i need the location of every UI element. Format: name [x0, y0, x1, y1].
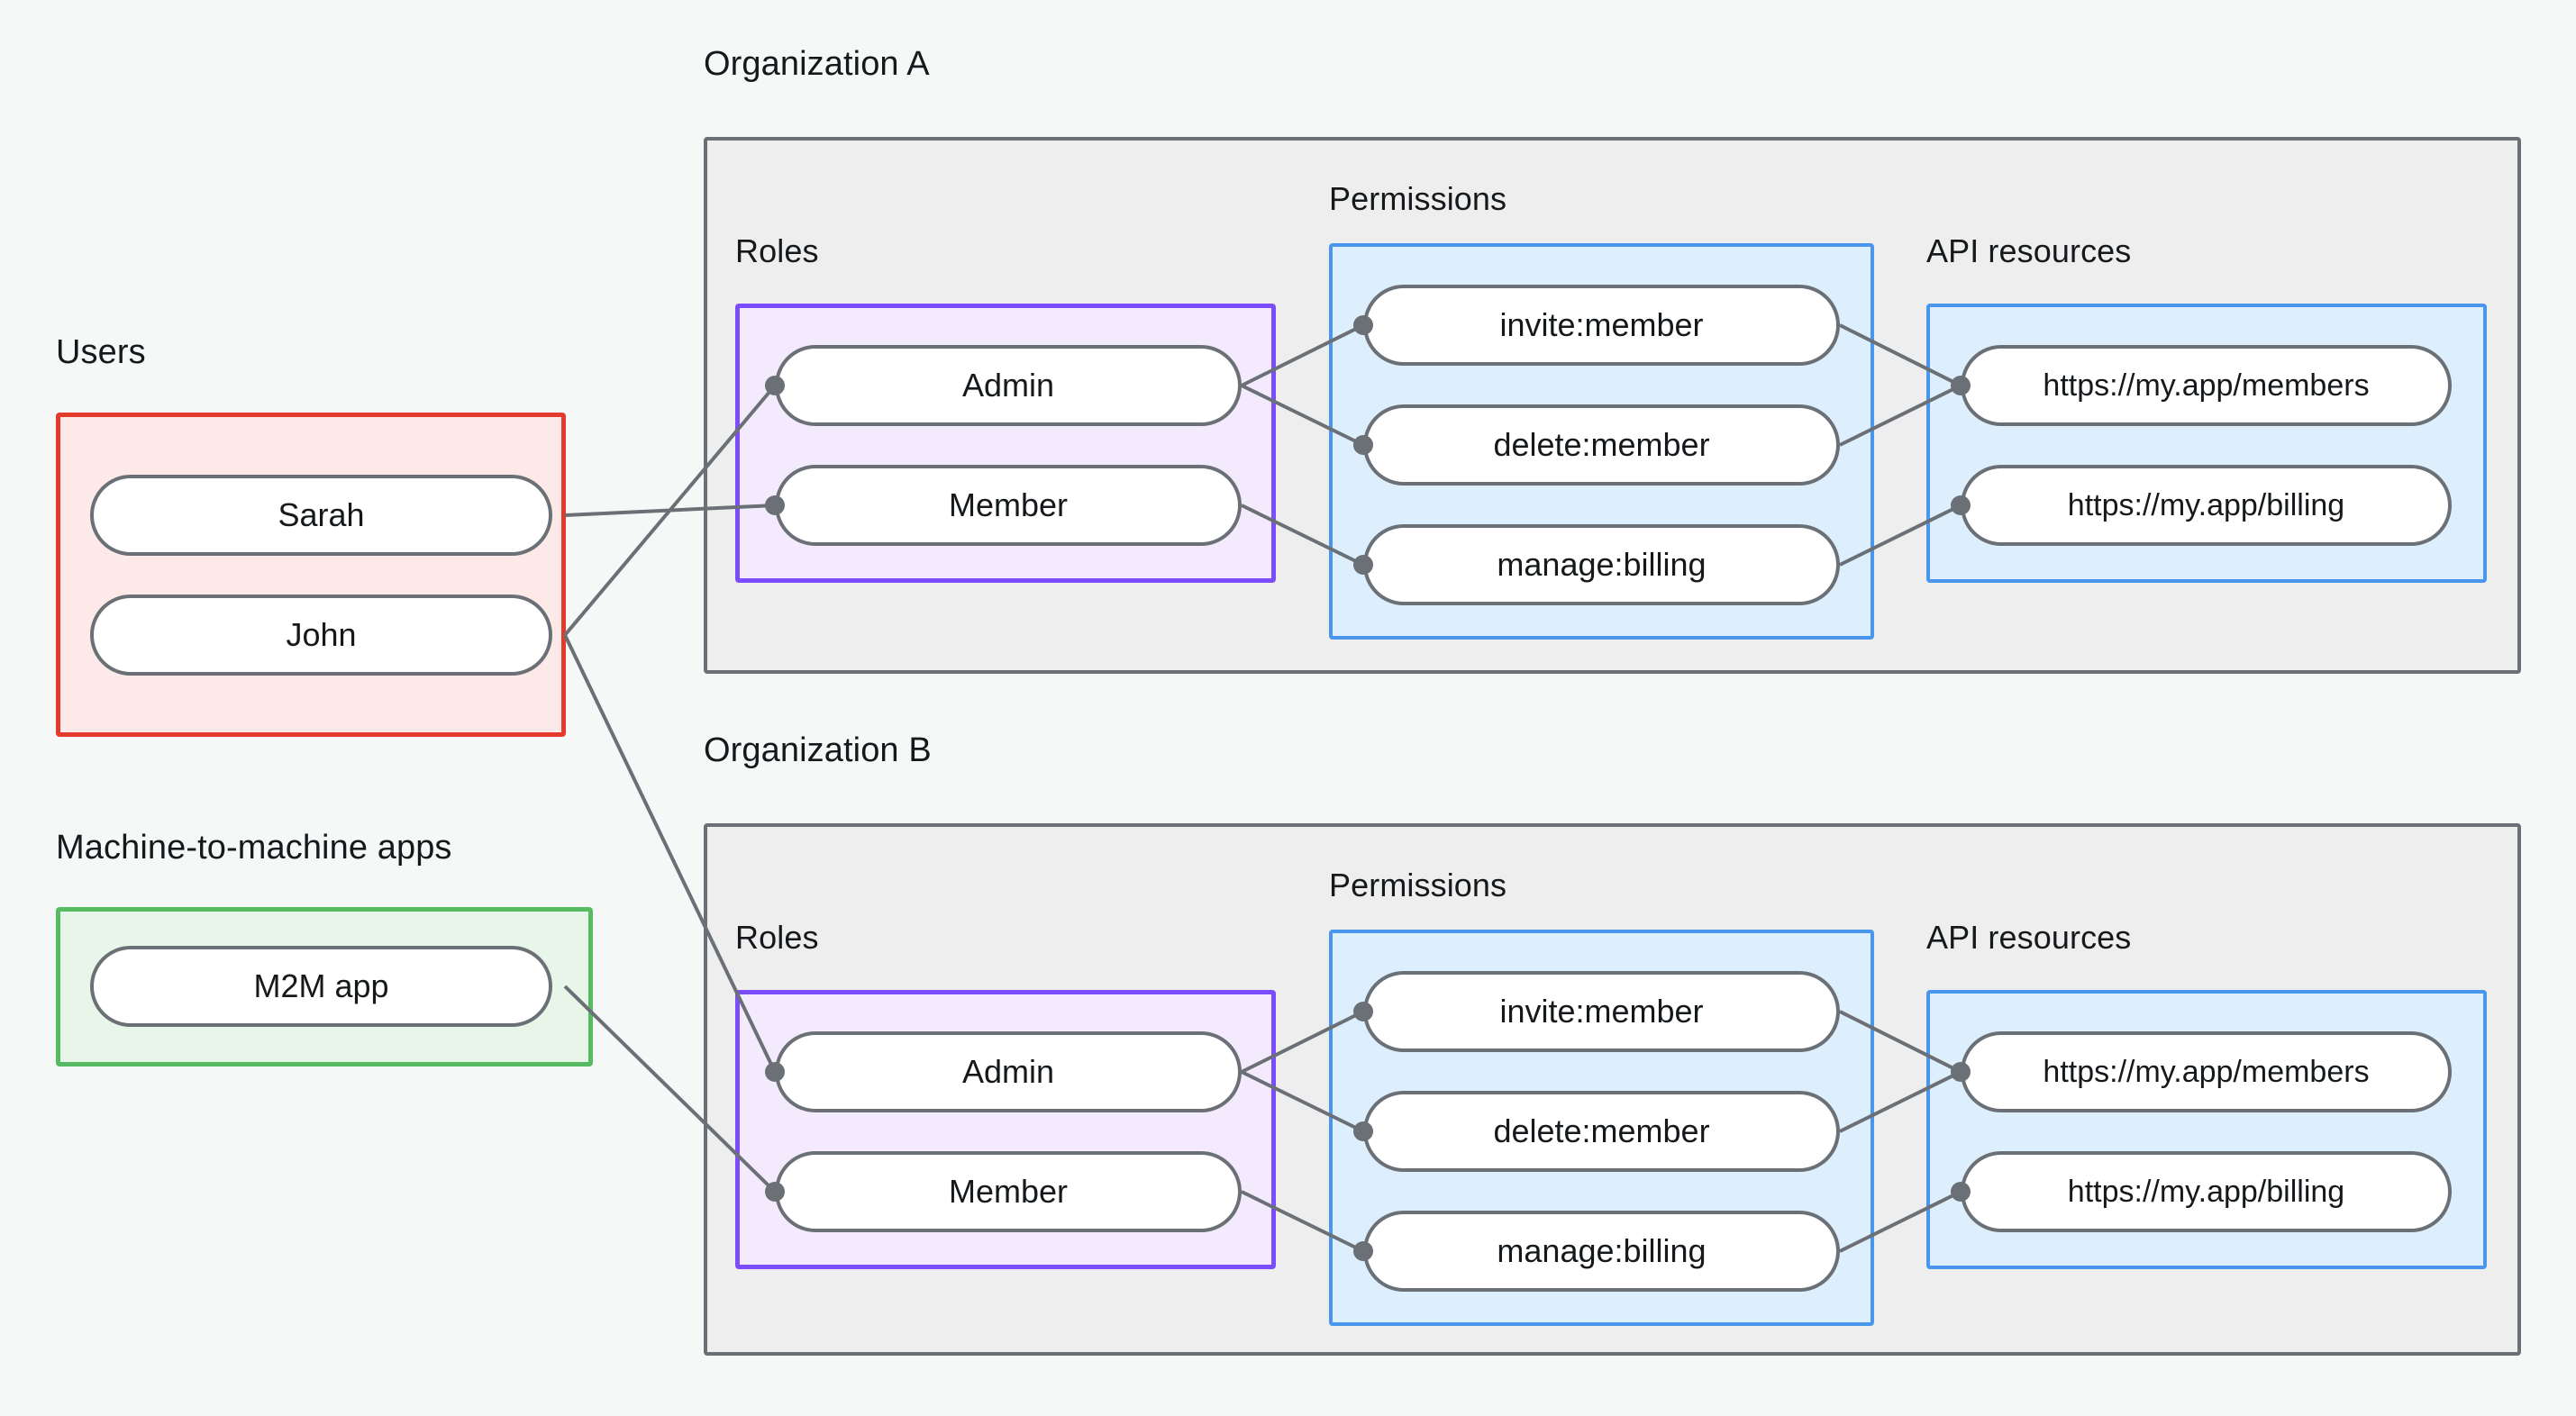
org-a-permission-manage-billing[interactable]: manage:billing: [1363, 524, 1840, 605]
org-b-permission-manage-billing[interactable]: manage:billing: [1363, 1211, 1840, 1292]
org-a-permissions-label: Permissions: [1329, 180, 1507, 217]
org-a-api-resource-billing[interactable]: https://my.app/billing: [1961, 465, 2452, 546]
users-container: [56, 413, 566, 737]
user-node-john[interactable]: John: [90, 595, 552, 676]
org-b-api-label: API resources: [1926, 919, 2132, 956]
org-a-roles-label: Roles: [735, 232, 819, 269]
users-group-label: Users: [56, 333, 146, 371]
m2m-node-app[interactable]: M2M app: [90, 946, 552, 1027]
org-b-role-member[interactable]: Member: [775, 1151, 1242, 1232]
org-b-api-resource-billing[interactable]: https://my.app/billing: [1961, 1151, 2452, 1232]
org-a-api-resource-members[interactable]: https://my.app/members: [1961, 345, 2452, 426]
org-b-permission-delete-member[interactable]: delete:member: [1363, 1091, 1840, 1172]
org-a-api-label: API resources: [1926, 232, 2132, 269]
org-b-roles-label: Roles: [735, 919, 819, 956]
org-b-api-resource-members[interactable]: https://my.app/members: [1961, 1031, 2452, 1112]
org-a-role-member[interactable]: Member: [775, 465, 1242, 546]
org-b-permissions-label: Permissions: [1329, 867, 1507, 903]
org-b-label: Organization B: [704, 731, 932, 769]
user-node-sarah[interactable]: Sarah: [90, 475, 552, 556]
org-a-permission-invite-member[interactable]: invite:member: [1363, 285, 1840, 366]
org-a-label: Organization A: [704, 45, 930, 83]
org-a-permission-delete-member[interactable]: delete:member: [1363, 404, 1840, 486]
org-b-role-admin[interactable]: Admin: [775, 1031, 1242, 1112]
m2m-group-label: Machine-to-machine apps: [56, 829, 452, 867]
org-b-permission-invite-member[interactable]: invite:member: [1363, 971, 1840, 1052]
org-a-role-admin[interactable]: Admin: [775, 345, 1242, 426]
